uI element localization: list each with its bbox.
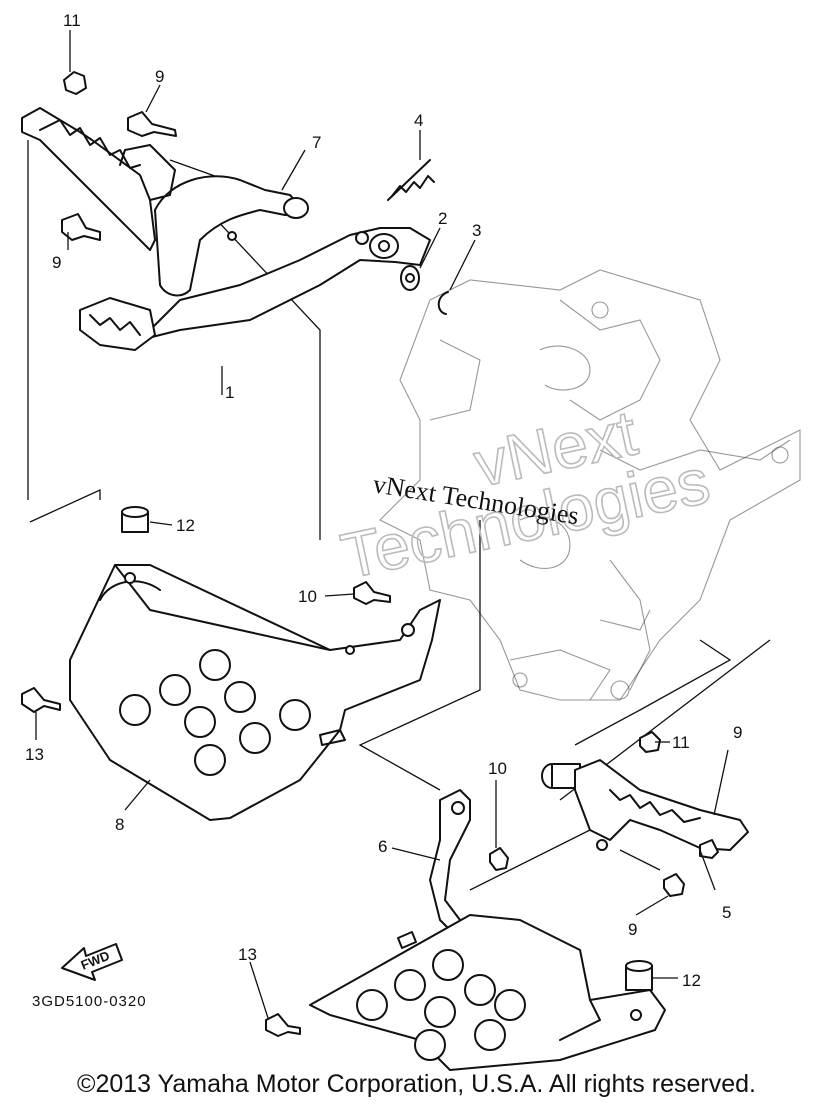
copyright-notice: ©2013 Yamaha Motor Corporation, U.S.A. A… — [77, 1070, 756, 1098]
mid-fasteners — [21, 506, 391, 713]
part-5-right-footrest — [541, 731, 749, 859]
label-9-left: 9 — [52, 253, 61, 272]
label-9-top: 9 — [155, 67, 164, 86]
label-7: 7 — [312, 133, 321, 152]
label-12-top: 12 — [176, 516, 195, 535]
label-9-bottom: 9 — [628, 920, 637, 939]
part-7-footrest-bracket — [21, 107, 309, 297]
label-6: 6 — [378, 837, 387, 856]
diagram-code: 3GD5100-0320 — [32, 993, 147, 1010]
label-10-top: 10 — [298, 587, 317, 606]
callout-labels: 11 9 7 4 2 3 9 1 12 10 13 8 10 11 9 6 5 … — [25, 11, 742, 990]
label-3: 3 — [472, 221, 481, 240]
label-4: 4 — [414, 111, 423, 130]
part-8-footrest-plate — [69, 564, 441, 821]
label-12-bottom: 12 — [682, 971, 701, 990]
part-1-brake-pedal — [79, 227, 431, 351]
label-10-bottom: 10 — [488, 759, 507, 778]
label-13-top: 13 — [25, 745, 44, 764]
label-8: 8 — [115, 815, 124, 834]
part-6-lower-footrest — [265, 789, 685, 1071]
upper-fasteners — [61, 71, 449, 315]
label-1: 1 — [225, 383, 234, 402]
label-11-top: 11 — [63, 11, 81, 30]
label-2: 2 — [438, 209, 447, 228]
leader-lines — [35, 30, 729, 1019]
label-9-right: 9 — [733, 723, 742, 742]
frame-ghost — [379, 269, 801, 701]
fwd-arrow: FWD — [61, 943, 123, 981]
label-13-bottom: 13 — [238, 945, 257, 964]
label-11-bottom: 11 — [672, 733, 690, 752]
label-5: 5 — [722, 903, 731, 922]
